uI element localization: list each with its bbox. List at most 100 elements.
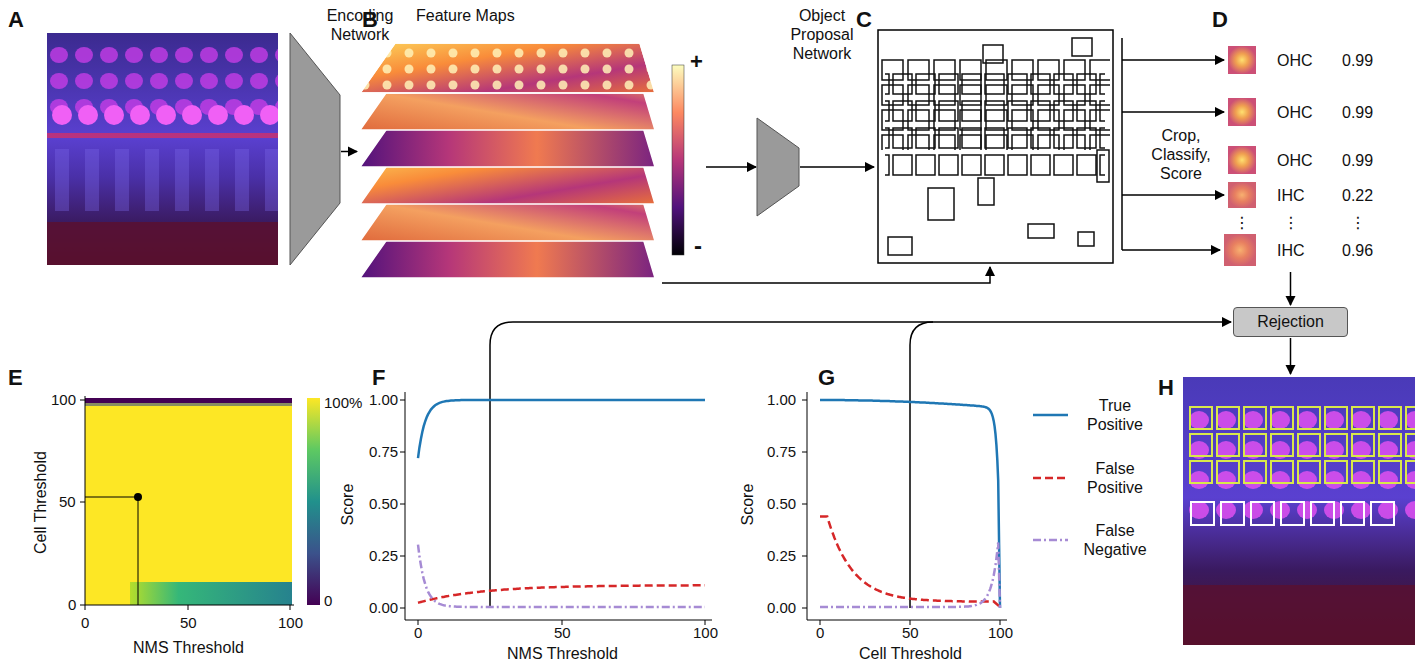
tick-label: 100 bbox=[278, 614, 303, 632]
axis-title: NMS Threshold bbox=[507, 644, 618, 663]
score-curves-part bbox=[418, 400, 705, 458]
tick-label: 0 bbox=[816, 624, 824, 642]
pipeline-arrows bbox=[490, 38, 1291, 608]
cell-crops-part bbox=[1228, 46, 1256, 74]
cochlea-image-a-part bbox=[47, 33, 278, 265]
legend-label: False Negative bbox=[1075, 521, 1155, 559]
tick-label: 0.00 bbox=[369, 599, 398, 617]
score-value: 0.22 bbox=[1342, 186, 1373, 205]
tick-label: 1.00 bbox=[767, 391, 796, 409]
legend-samples-part bbox=[1033, 414, 1068, 417]
heatmap-e-part bbox=[130, 582, 292, 605]
pipeline-arrows-part bbox=[1121, 38, 1123, 250]
proposal-panel-c-part bbox=[1078, 232, 1094, 246]
result-image-h-part bbox=[1183, 377, 1415, 645]
tick-label: 0 bbox=[81, 614, 89, 632]
result-image-h-part bbox=[1183, 405, 1415, 530]
pipeline-arrows-part bbox=[1122, 59, 1224, 61]
pipeline-arrows-part bbox=[662, 267, 990, 283]
proposal-panel-c-part bbox=[878, 30, 1113, 263]
proposal-panel-c-part bbox=[978, 178, 994, 205]
score-curves bbox=[418, 400, 1000, 608]
trapezoid-outline bbox=[757, 118, 799, 216]
tick-label: 100 bbox=[51, 391, 76, 409]
panel-letter: E bbox=[8, 365, 23, 391]
cell-crops-part bbox=[1228, 98, 1256, 126]
ellipsis: ⋮ bbox=[1234, 213, 1250, 232]
pipeline-arrows-part bbox=[490, 322, 1231, 608]
tick-label: 0.50 bbox=[369, 495, 398, 513]
plot-axes-part bbox=[405, 392, 712, 620]
colorbar-tick: 100% bbox=[324, 394, 362, 412]
ellipsis: ⋮ bbox=[1350, 213, 1366, 232]
cochlea-image-a-part bbox=[47, 222, 278, 265]
pipeline-arrows-part bbox=[910, 322, 933, 608]
proposal-panel-c-part bbox=[1028, 224, 1054, 238]
ellipsis: ⋮ bbox=[1283, 213, 1299, 232]
tick-label: 50 bbox=[59, 493, 76, 511]
score-curves-part bbox=[418, 545, 705, 607]
step-label: Crop, Classify, Score bbox=[1142, 126, 1220, 184]
class-label: OHC bbox=[1277, 51, 1313, 70]
tick-label: 0.75 bbox=[369, 443, 398, 461]
colorbar-sign: + bbox=[690, 49, 703, 75]
pipeline-arrows-part bbox=[1290, 338, 1292, 374]
feature-map-layers-part bbox=[360, 43, 655, 93]
feature-map-layers bbox=[360, 43, 684, 278]
result-image-h-part bbox=[1188, 405, 1415, 486]
encoder-trapezoid: Encoding Network bbox=[290, 33, 340, 265]
result-image-h bbox=[1183, 377, 1415, 645]
tick-label: 0.00 bbox=[767, 599, 796, 617]
tick-label: 0.25 bbox=[369, 547, 398, 565]
cell-crops-part bbox=[1228, 182, 1256, 208]
axis-title: NMS Threshold bbox=[133, 638, 244, 657]
class-label: OHC bbox=[1277, 103, 1313, 122]
heatmap-e-part bbox=[85, 497, 138, 605]
panel-letter: D bbox=[1212, 7, 1228, 33]
proposal-panel-c-part bbox=[983, 45, 1003, 63]
rejection-box: Rejection bbox=[1233, 307, 1348, 337]
node-label: Encoding Network bbox=[320, 6, 400, 44]
pipeline-arrows-part bbox=[1290, 272, 1292, 305]
tick-label: 0.25 bbox=[767, 547, 796, 565]
trapezoid-shape bbox=[757, 118, 799, 216]
feature-map-layers-part bbox=[672, 65, 684, 255]
legend-samples bbox=[1033, 415, 1068, 540]
pipeline-arrows-part bbox=[800, 166, 874, 168]
tick-label: 50 bbox=[180, 614, 197, 632]
cell-crops-part bbox=[1224, 234, 1256, 266]
feature-map-layers-part bbox=[360, 43, 655, 93]
tick-label: 50 bbox=[554, 624, 571, 642]
connector-arrow bbox=[706, 166, 756, 168]
score-curves-part bbox=[418, 585, 705, 603]
heatmap-e-part bbox=[307, 398, 320, 605]
panel-letter: B bbox=[362, 7, 378, 33]
score-curves-part bbox=[820, 543, 1000, 609]
feature-map-stack: Feature Maps bbox=[358, 38, 705, 288]
tick-label: 0.50 bbox=[767, 495, 796, 513]
connector-arrow bbox=[341, 151, 357, 153]
result-image-h-part bbox=[1183, 585, 1415, 645]
heatmap-e-part bbox=[85, 398, 292, 403]
panel-letter: C bbox=[856, 7, 872, 33]
panel-letter: F bbox=[372, 365, 385, 391]
colorbar-tick: 0 bbox=[324, 592, 332, 610]
axis-title: Score bbox=[738, 484, 757, 526]
axis-title: Cell Threshold bbox=[859, 644, 962, 663]
axis-title: Score bbox=[338, 484, 357, 526]
score-value: 0.96 bbox=[1342, 241, 1373, 260]
tick-label: 100 bbox=[988, 624, 1013, 642]
plot-axes-part bbox=[802, 400, 1000, 625]
plot-axes bbox=[400, 392, 1007, 625]
trapezoid-shape bbox=[290, 33, 340, 265]
tick-label: 100 bbox=[693, 624, 718, 642]
cell-crops-part bbox=[1228, 146, 1256, 174]
proposal-panel-c-part bbox=[1097, 150, 1109, 182]
score-curves-part bbox=[820, 517, 1000, 608]
class-label: IHC bbox=[1277, 241, 1305, 260]
score-curves-part bbox=[820, 400, 1000, 608]
proposal-panel-c-part bbox=[888, 237, 912, 255]
